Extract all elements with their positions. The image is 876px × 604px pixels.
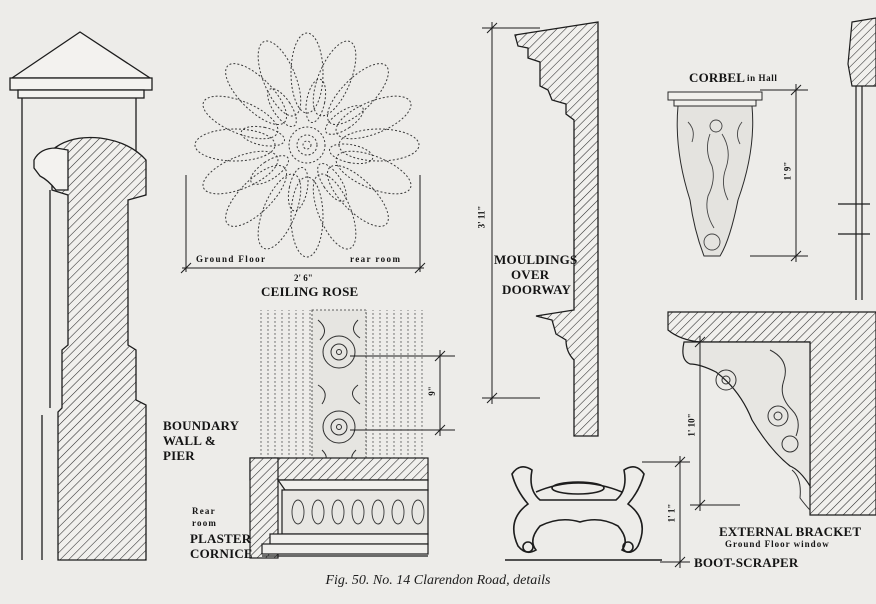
boundary-label-2: WALL & <box>163 433 216 448</box>
mouldings-label-3: DOORWAY <box>502 282 572 297</box>
cornice-frieze <box>258 309 428 466</box>
room-label: room <box>192 518 218 528</box>
rear-room-label: rear room <box>350 254 402 264</box>
boundary-label-1: BOUNDARY <box>163 418 240 433</box>
corbel-dimension <box>750 84 808 262</box>
corbel-title: CORBEL <box>689 70 746 85</box>
mouldings-dim: 3' 11" <box>476 205 487 229</box>
bracket-title: EXTERNAL BRACKET <box>719 524 862 539</box>
figure-caption: Fig. 50. No. 14 Clarendon Road, details <box>325 573 551 588</box>
mouldings-label-1: MOULDINGS <box>494 252 578 267</box>
cornice-dimension <box>350 350 455 436</box>
cornice-section <box>249 457 429 559</box>
corbel <box>667 91 763 257</box>
right-edge-wall <box>838 17 876 300</box>
boundary-label-3: PIER <box>163 448 195 463</box>
mouldings-label-2: OVER <box>511 267 550 282</box>
bracket-dim: 1' 10" <box>686 413 697 437</box>
mouldings-over-doorway <box>514 21 599 437</box>
ceiling-rose-dim: 2' 6" <box>294 273 313 283</box>
mouldings-dimension <box>482 22 540 404</box>
bracket-subtitle: Ground Floor window <box>725 539 830 549</box>
cornice-label: CORNICE <box>190 546 253 561</box>
boot-scraper <box>505 466 662 561</box>
scraper-dim: 1' 1" <box>666 503 677 523</box>
cornice-dim: 9" <box>426 386 437 396</box>
boot-scraper-title: BOOT-SCRAPER <box>694 555 799 570</box>
bracket-dimension <box>690 336 740 511</box>
scraper-dimension <box>642 456 690 568</box>
ground-floor-label: Ground Floor <box>196 254 267 264</box>
boundary-wall-pier <box>9 31 153 561</box>
corbel-subtitle: in Hall <box>747 73 778 83</box>
corbel-dim: 1' 9" <box>782 161 793 181</box>
ceiling-rose <box>194 32 420 258</box>
rear-label: Rear <box>192 506 216 516</box>
ceiling-rose-dimension <box>180 175 426 274</box>
ceiling-rose-title: CEILING ROSE <box>261 284 359 299</box>
plaster-label: PLASTER <box>190 531 252 546</box>
external-bracket <box>667 311 876 516</box>
